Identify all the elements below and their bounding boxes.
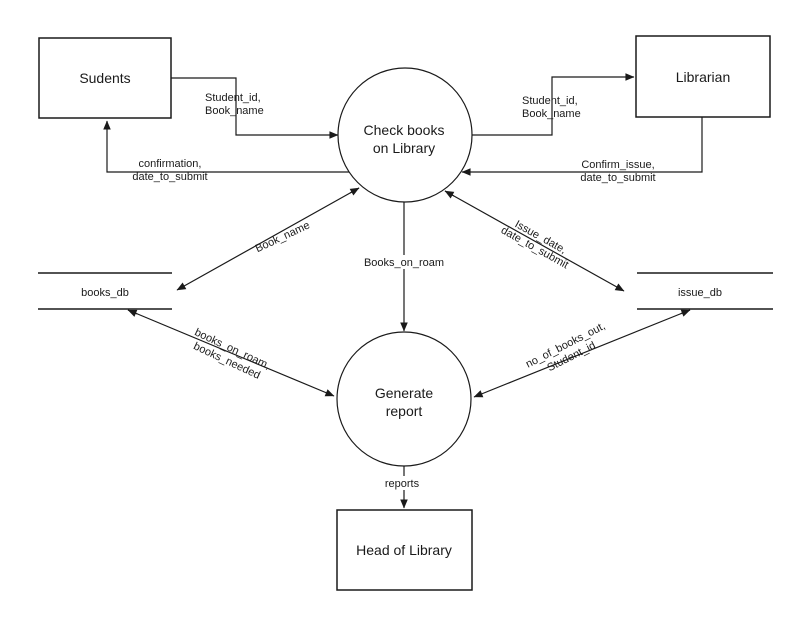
entity-head-of-library-label: Head of Library (356, 542, 452, 558)
flow-issue-db-to-check-arrowhead (444, 190, 455, 199)
entity-head-of-library-box (336, 509, 473, 591)
flow-check-books-db-label: Book_name (254, 219, 312, 255)
flow-issue-db-to-report-line (473, 309, 691, 398)
flow-students-to-check-line (171, 77, 339, 139)
datastore-issue-db (637, 272, 773, 310)
flow-check-to-report-label-bg (360, 255, 448, 269)
entity-students-box (38, 37, 172, 119)
flow-report-to-head-label-bg (379, 476, 426, 490)
flow-check-to-report-label: Books_on_roam (364, 257, 444, 269)
process-generate-report-label-line1: Generate (375, 385, 434, 401)
flow-check-issue-db-label-group: Issue_date, date_to_submit (499, 218, 571, 271)
flow-librarian-to-check-label-line1: Confirm_issue, (581, 159, 654, 171)
flow-books-db-to-report-line (127, 309, 335, 397)
flow-students-to-check-label-line2: Book_name (205, 105, 264, 117)
datastore-books-db-label: books_db (81, 287, 129, 299)
flow-report-to-books-db-arrowhead (127, 309, 138, 317)
flow-check-to-students-label-line1: confirmation, (139, 158, 202, 170)
flow-check-to-librarian-line (472, 73, 635, 136)
datastore-issue-db-label: issue_db (678, 287, 722, 299)
flow-report-to-issue-db-arrowhead (680, 309, 691, 317)
flow-check-to-librarian-label-line2: Book_name (522, 108, 581, 120)
process-generate-report-label-line2: report (386, 403, 423, 419)
entity-librarian-box (635, 35, 771, 118)
datastore-books-db (38, 272, 172, 310)
flow-librarian-to-check-line (461, 117, 703, 176)
process-check-books-label-line2: on Library (373, 140, 435, 156)
entity-students-label: Sudents (79, 70, 130, 86)
flow-issue-db-report-label-group: no_of_books_out, Student_id (524, 320, 607, 374)
flow-report-to-head-label: reports (385, 478, 420, 490)
flow-librarian-to-check-label-line2: date_to_submit (580, 172, 655, 184)
flow-check-to-librarian-label-line1: Student_id, (522, 95, 578, 107)
flow-books-db-report-label-group: books_on_roam, books_needed (192, 327, 272, 382)
flow-check-to-students-line (103, 120, 349, 173)
flow-check-to-books-db-line (176, 187, 360, 291)
process-check-books-label-line1: Check books (364, 122, 445, 138)
flow-books-db-to-check-arrowhead (349, 187, 360, 196)
flow-check-to-issue-db-line (444, 190, 625, 292)
flow-students-to-check-label-line1: Student_id, (205, 92, 261, 104)
entity-librarian-label: Librarian (676, 69, 730, 85)
flow-check-to-students-label-line2: date_to_submit (132, 171, 207, 183)
flow-check-books-db-label-group: Book_name (254, 219, 312, 255)
